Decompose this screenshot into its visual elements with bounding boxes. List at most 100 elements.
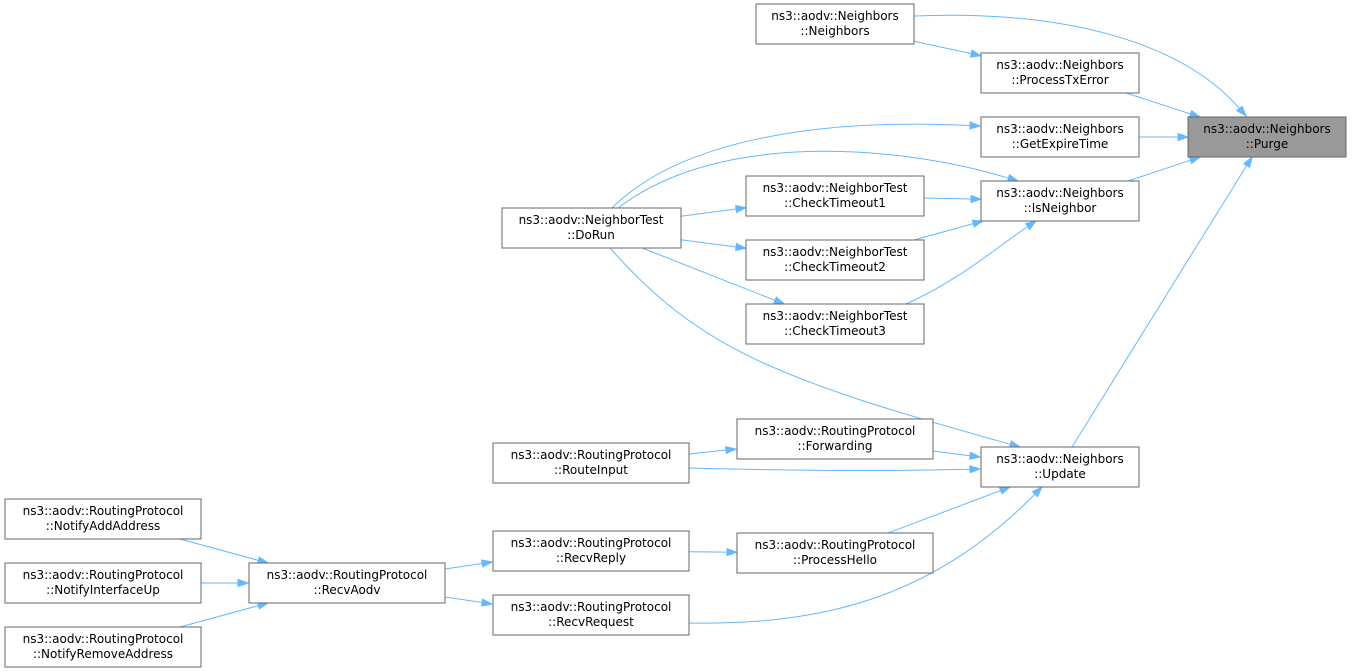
node-neighbors-ctor-line2: ::Neighbors [800, 24, 869, 38]
node-check-timeout2-line1: ns3::aodv::NeighborTest [763, 245, 908, 259]
node-forwarding[interactable]: ns3::aodv::RoutingProtocol ::Forwarding [736, 418, 934, 460]
node-recv-request[interactable]: ns3::aodv::RoutingProtocol ::RecvRequest [492, 594, 690, 636]
edge-arrowhead [969, 465, 982, 474]
edge-line [923, 197, 972, 200]
edge-line [1071, 165, 1248, 448]
node-purge-line1: ns3::aodv::Neighbors [1203, 122, 1330, 136]
edges-layer [179, 14, 1253, 628]
edge-arrowhead [969, 49, 983, 58]
node-notify-interface-up-line1: ns3::aodv::RoutingProtocol [23, 568, 184, 582]
edge-arrowhead [481, 559, 494, 568]
edge-neighbors-ctor-to-purge [913, 14, 1247, 118]
node-recv-request-line2: ::RecvRequest [548, 615, 634, 629]
edge-arrowhead [725, 445, 738, 455]
node-recv-aodv-line1: ns3::aodv::RoutingProtocol [267, 568, 428, 582]
node-check-timeout1[interactable]: ns3::aodv::NeighborTest ::CheckTimeout1 [745, 175, 925, 217]
node-neighbors-ctor-line1: ns3::aodv::Neighbors [771, 9, 898, 23]
edge-arrowhead [1188, 109, 1202, 118]
edge-arrowhead [726, 547, 739, 557]
edge-arrowhead [772, 296, 786, 305]
edge-line [444, 562, 483, 570]
node-notify-add-address-line1: ns3::aodv::RoutingProtocol [23, 504, 184, 518]
edge-check-timeout1-to-is-neighbor [923, 194, 983, 204]
node-notify-add-address[interactable]: ns3::aodv::RoutingProtocol ::NotifyAddAd… [4, 498, 202, 540]
node-purge[interactable]: ns3::aodv::Neighbors ::Purge [1187, 116, 1347, 158]
edge-check-timeout3-to-is-neighbor [905, 220, 1038, 305]
node-check-timeout2[interactable]: ns3::aodv::NeighborTest ::CheckTimeout2 [745, 239, 925, 281]
nodes-layer: ns3::aodv::Neighbors ::Purge ns3::aodv::… [4, 3, 1347, 668]
edge-arrowhead [1177, 132, 1190, 142]
edge-notify-interface-up-to-recv-aodv [201, 578, 250, 588]
edge-line [688, 467, 971, 471]
edge-line [688, 493, 1036, 624]
node-notify-interface-up-line2: ::NotifyInterfaceUp [46, 583, 160, 597]
edge-route-input-to-forwarding [688, 445, 738, 455]
edge-arrowhead [1006, 173, 1020, 182]
node-purge-line2: ::Purge [1246, 137, 1288, 151]
node-check-timeout3-line2: ::CheckTimeout3 [784, 324, 886, 338]
edge-do-run-to-check-timeout2 [680, 239, 748, 252]
edge-forwarding-to-update [932, 450, 982, 460]
edge-line [611, 123, 971, 209]
node-route-input-line1: ns3::aodv::RoutingProtocol [511, 448, 672, 462]
edge-process-tx-error-to-purge [1125, 92, 1202, 118]
edge-line [1127, 159, 1191, 182]
edge-line [617, 150, 1009, 209]
node-check-timeout3[interactable]: ns3::aodv::NeighborTest ::CheckTimeout3 [745, 303, 925, 345]
node-recv-reply[interactable]: ns3::aodv::RoutingProtocol ::RecvReply [492, 530, 690, 572]
node-process-hello[interactable]: ns3::aodv::RoutingProtocol ::ProcessHell… [736, 532, 934, 574]
edge-recv-aodv-to-recv-request [444, 596, 494, 607]
edge-line [642, 247, 776, 301]
node-update-line2: ::Update [1034, 467, 1086, 481]
edge-recv-request-to-update [688, 485, 1044, 624]
node-process-hello-line2: ::ProcessHello [793, 553, 877, 567]
edge-line [688, 449, 727, 455]
node-process-tx-error-line1: ns3::aodv::Neighbors [996, 58, 1123, 72]
node-get-expire-time[interactable]: ns3::aodv::Neighbors ::GetExpireTime [980, 116, 1140, 158]
edge-do-run-to-check-timeout3 [642, 247, 786, 305]
node-is-neighbor[interactable]: ns3::aodv::Neighbors ::IsNeighbor [980, 180, 1140, 222]
edge-arrowhead [1024, 220, 1038, 231]
node-is-neighbor-line2: ::IsNeighbor [1024, 201, 1097, 215]
edge-line [1125, 92, 1191, 115]
edge-update-to-purge [1071, 155, 1253, 448]
node-do-run[interactable]: ns3::aodv::NeighborTest ::DoRun [501, 207, 682, 249]
node-check-timeout1-line2: ::CheckTimeout1 [784, 196, 886, 210]
edge-arrowhead [1235, 105, 1247, 118]
node-update-line1: ns3::aodv::Neighbors [996, 452, 1123, 466]
node-check-timeout2-line2: ::CheckTimeout2 [784, 260, 886, 274]
edge-arrowhead [1242, 155, 1253, 169]
node-update[interactable]: ns3::aodv::Neighbors ::Update [980, 446, 1140, 488]
edge-line [179, 605, 259, 628]
edge-arrowhead [237, 578, 250, 588]
node-get-expire-time-line1: ns3::aodv::Neighbors [996, 122, 1123, 136]
node-check-timeout1-line1: ns3::aodv::NeighborTest [763, 181, 908, 195]
edge-route-input-to-update [688, 465, 982, 474]
edge-line [680, 208, 737, 217]
node-recv-request-line1: ns3::aodv::RoutingProtocol [511, 600, 672, 614]
node-notify-interface-up[interactable]: ns3::aodv::RoutingProtocol ::NotifyInter… [4, 562, 202, 604]
edge-arrowhead [1188, 156, 1202, 165]
edge-check-timeout2-to-is-neighbor [913, 219, 985, 241]
node-do-run-line2: ::DoRun [567, 228, 615, 242]
edge-line [913, 40, 972, 55]
edge-do-run-to-check-timeout1 [680, 204, 748, 217]
node-recv-aodv[interactable]: ns3::aodv::RoutingProtocol ::RecvAodv [248, 562, 446, 604]
edge-neighbors-ctor-to-process-tx-error [913, 40, 983, 58]
edge-line [932, 450, 971, 457]
node-get-expire-time-line2: ::GetExpireTime [1012, 137, 1109, 151]
edge-notify-add-address-to-recv-aodv [179, 538, 270, 565]
node-notify-remove-address-line2: ::NotifyRemoveAddress [33, 647, 173, 661]
node-route-input-line2: ::RouteInput [554, 463, 628, 477]
node-process-tx-error[interactable]: ns3::aodv::Neighbors ::ProcessTxError [980, 52, 1140, 94]
edge-arrowhead [969, 121, 982, 130]
edge-arrowhead [969, 451, 982, 460]
edge-get-expire-time-to-purge [1139, 132, 1190, 142]
node-recv-reply-line2: ::RecvReply [556, 551, 626, 565]
node-notify-remove-address[interactable]: ns3::aodv::RoutingProtocol ::NotifyRemov… [4, 626, 202, 668]
node-route-input[interactable]: ns3::aodv::RoutingProtocol ::RouteInput [492, 442, 690, 484]
node-is-neighbor-line1: ns3::aodv::Neighbors [996, 186, 1123, 200]
node-neighbors-ctor[interactable]: ns3::aodv::Neighbors ::Neighbors [755, 3, 915, 45]
edge-arrowhead [1031, 485, 1044, 498]
